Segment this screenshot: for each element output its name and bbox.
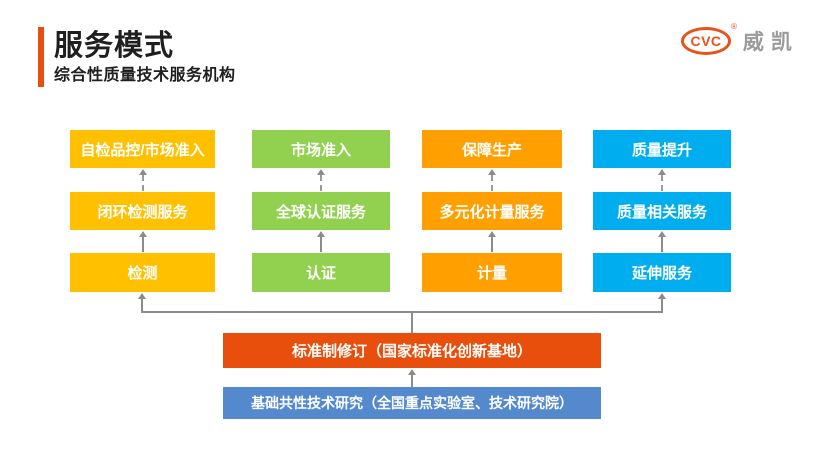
- cvc-logo: CVC ® 威凯: [681, 22, 799, 57]
- box-certification-base: 认证: [252, 253, 390, 292]
- title-accent-bar: [38, 27, 44, 87]
- standards-revision-bar: 标准制修订（国家标准化创新基地）: [223, 333, 601, 368]
- page-title: 服务模式: [54, 30, 175, 62]
- dashed-up-arrow-icon: [315, 169, 327, 191]
- box-metrology-base: 计量: [422, 253, 562, 292]
- box-certification-outcome: 市场准入: [252, 130, 390, 168]
- registered-trademark-icon: ®: [731, 22, 737, 31]
- box-extension-outcome: 质量提升: [593, 130, 731, 168]
- dashed-up-arrow-icon: [137, 169, 149, 191]
- basic-research-bar: 基础共性技术研究（全国重点实验室、技术研究院）: [223, 387, 601, 419]
- connector-up-arrow-right-icon: [656, 293, 668, 313]
- column-extension: 质量提升 质量相关服务 延伸服务: [593, 130, 731, 295]
- box-extension-base: 延伸服务: [593, 253, 731, 292]
- box-certification-service: 全球认证服务: [252, 192, 390, 230]
- cvc-logo-oval-icon: CVC: [681, 27, 731, 55]
- dashed-up-arrow-icon: [656, 169, 668, 191]
- page-subtitle: 综合性质量技术服务机构: [54, 67, 236, 84]
- solid-up-arrow-icon: [137, 231, 149, 252]
- column-metrology: 保障生产 多元化计量服务 计量: [422, 130, 562, 295]
- solid-up-arrow-icon: [315, 231, 327, 252]
- box-testing-base: 检测: [70, 253, 215, 292]
- dashed-up-arrow-icon: [486, 169, 498, 191]
- box-extension-service: 质量相关服务: [593, 192, 731, 230]
- connector-horizontal-line: [142, 311, 663, 313]
- connector-up-arrow-left-icon: [136, 293, 148, 313]
- cvc-logo-mark: CVC: [690, 33, 722, 49]
- column-certification: 市场准入 全球认证服务 认证: [252, 130, 390, 295]
- connector-center-stem: [411, 312, 413, 333]
- cvc-logo-wordmark: 威凯: [742, 31, 799, 54]
- box-metrology-outcome: 保障生产: [422, 130, 562, 168]
- solid-up-arrow-icon: [656, 231, 668, 252]
- box-testing-service: 闭环检测服务: [70, 192, 215, 230]
- box-metrology-service: 多元化计量服务: [422, 192, 562, 230]
- box-testing-outcome: 自检品控/市场准入: [70, 130, 215, 168]
- column-testing: 自检品控/市场准入 闭环检测服务 检测: [70, 130, 215, 295]
- solid-up-arrow-icon: [486, 231, 498, 252]
- foundation-up-arrow-icon: [406, 369, 418, 387]
